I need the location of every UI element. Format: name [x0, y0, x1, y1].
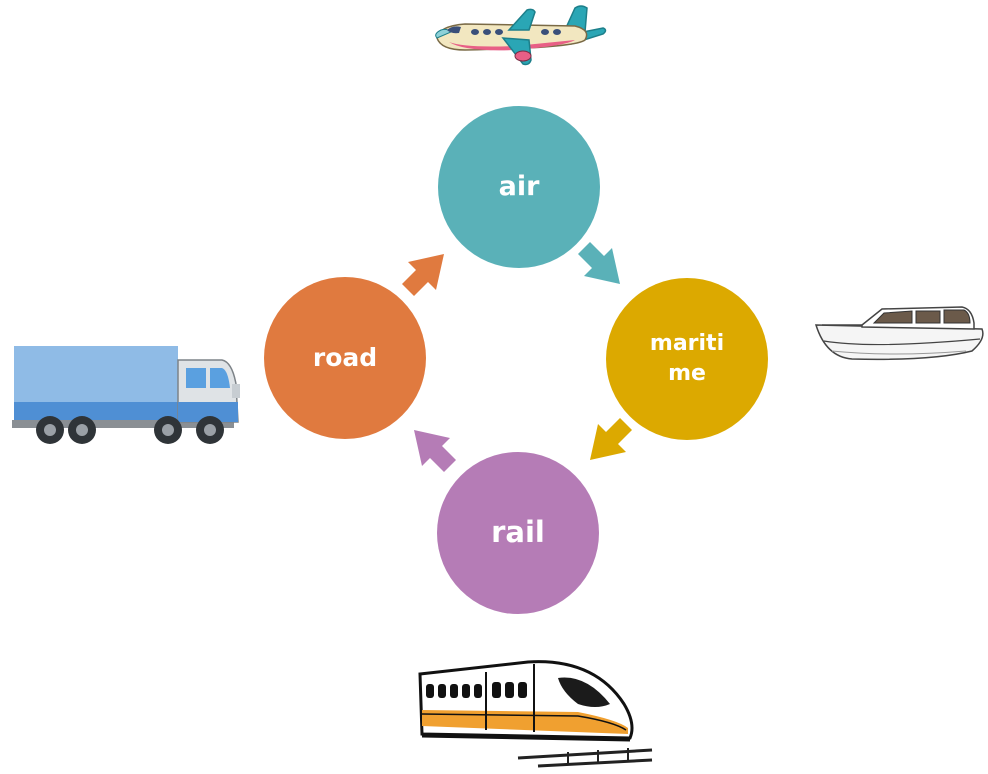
- airplane-illustration: [425, 2, 610, 68]
- arrow-rail-to-road: [408, 424, 460, 476]
- node-road-label: road: [312, 343, 378, 373]
- boat-icon: [814, 306, 984, 361]
- node-rail: rail: [437, 452, 599, 614]
- arrow-maritime-to-rail: [584, 414, 636, 466]
- node-maritime-label: mariti me: [649, 331, 725, 386]
- train-illustration: [418, 654, 654, 768]
- truck-illustration: [10, 340, 246, 448]
- airplane-icon: [435, 5, 607, 66]
- train-icon: [418, 660, 653, 768]
- truck-icon: [12, 346, 240, 444]
- boat-illustration: [812, 303, 988, 363]
- node-rail-label: rail: [491, 515, 545, 550]
- node-air: air: [438, 106, 600, 268]
- node-maritime: mariti me: [606, 278, 768, 440]
- arrow-road-to-air: [398, 248, 450, 300]
- node-air-label: air: [498, 170, 540, 202]
- arrow-air-to-maritime: [574, 238, 626, 290]
- node-road: road: [264, 277, 426, 439]
